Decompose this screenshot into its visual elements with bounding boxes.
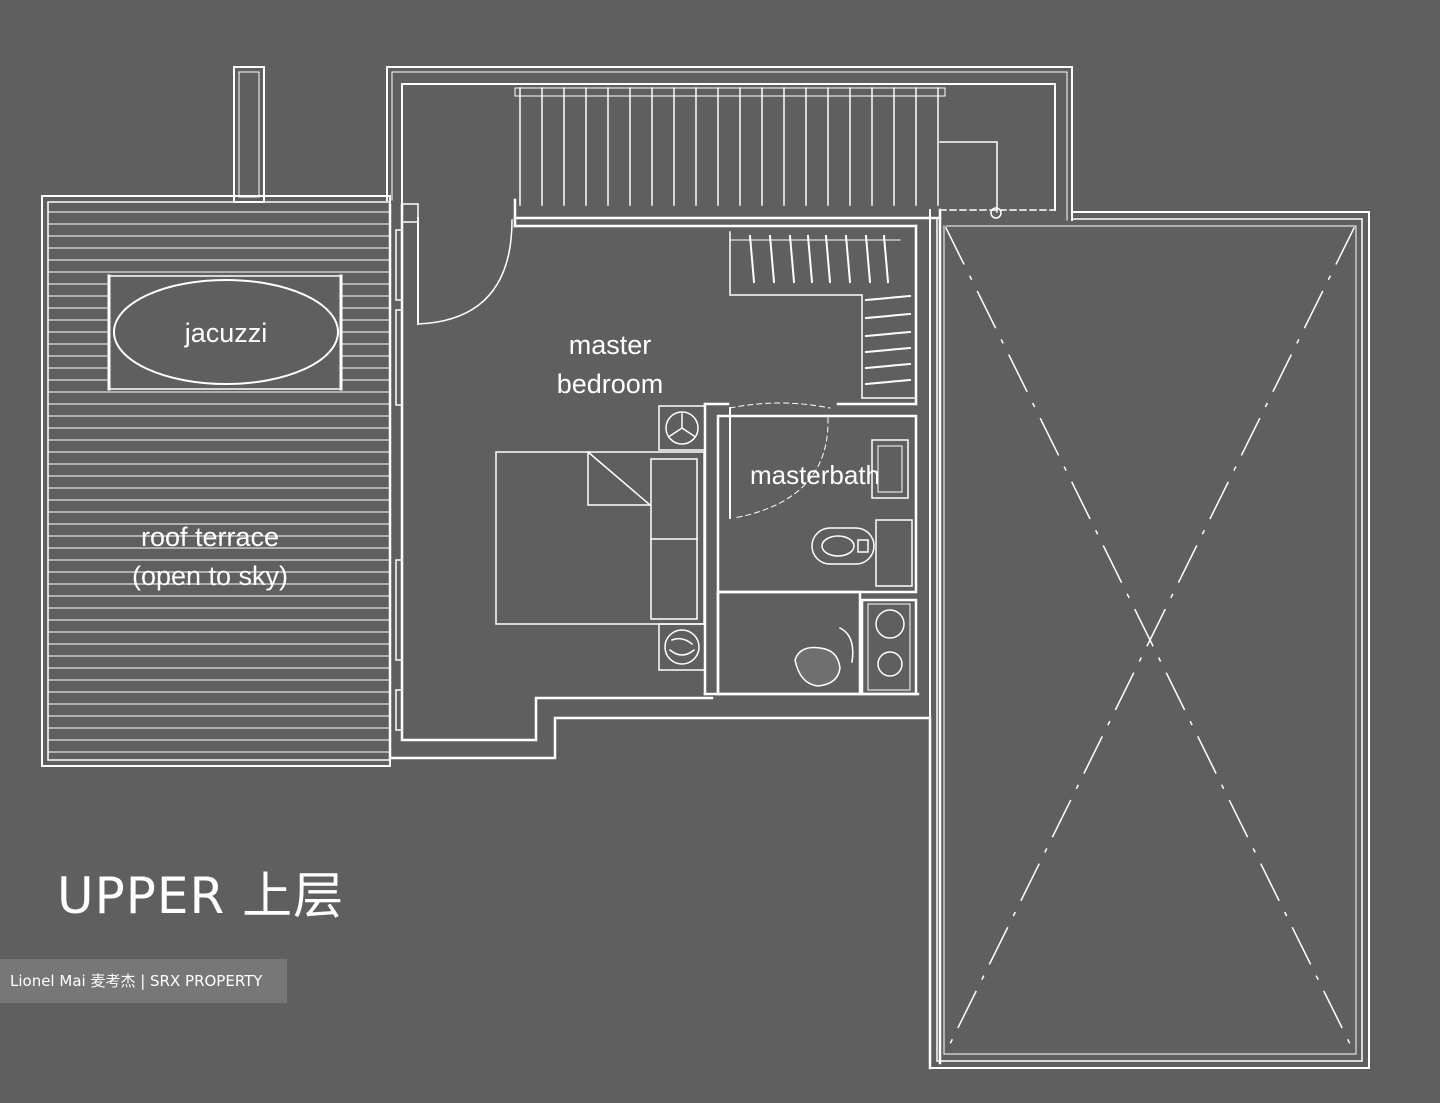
master-bedroom-label-line-2: bedroom: [556, 369, 664, 399]
roof-void: [929, 209, 1370, 1069]
jacuzzi-label-text: jacuzzi: [184, 318, 268, 348]
hanger-line: [806, 234, 814, 284]
floor-title: UPPER 上层: [57, 867, 345, 925]
masterbath-label: masterbath: [726, 456, 904, 495]
watermark-credit: Lionel Mai 麦考杰 | SRX PROPERTY: [0, 959, 287, 1003]
master-bedroom-label-line-1: master: [568, 330, 652, 360]
hanger-line: [864, 294, 912, 302]
roof-terrace-label: roof terrace (open to sky): [90, 518, 330, 596]
hanger-line: [864, 312, 912, 320]
hanger-line: [748, 234, 756, 284]
roof-terrace-label-line-1: roof terrace: [140, 522, 280, 552]
hanger-line: [882, 234, 890, 284]
vent-stack: [233, 66, 265, 203]
masterbath-label-text: masterbath: [749, 460, 881, 490]
hanger-line: [768, 234, 776, 284]
hanger-line: [788, 234, 796, 284]
hanger-line: [864, 234, 872, 284]
roof-terrace-label-line-2: (open to sky): [131, 561, 289, 591]
staircase-enclosure: [386, 66, 1073, 221]
terrace-sliding-doors: [395, 229, 403, 731]
hanger-line: [824, 234, 832, 284]
bedroom-door: [401, 203, 513, 325]
wardrobe: [729, 231, 917, 399]
hanger-line: [844, 234, 852, 284]
bedside-table-top: [658, 405, 706, 451]
master-bedroom-label: master bedroom: [520, 326, 700, 404]
jacuzzi: [107, 274, 343, 391]
jacuzzi-label: jacuzzi: [140, 314, 312, 353]
bedside-table-bottom: [658, 623, 706, 671]
hanger-line: [864, 346, 912, 354]
hanger-line: [864, 330, 912, 338]
hanger-line: [864, 362, 912, 370]
bed: [495, 450, 705, 625]
hanger-line: [864, 378, 912, 386]
master-bath: [703, 402, 920, 696]
